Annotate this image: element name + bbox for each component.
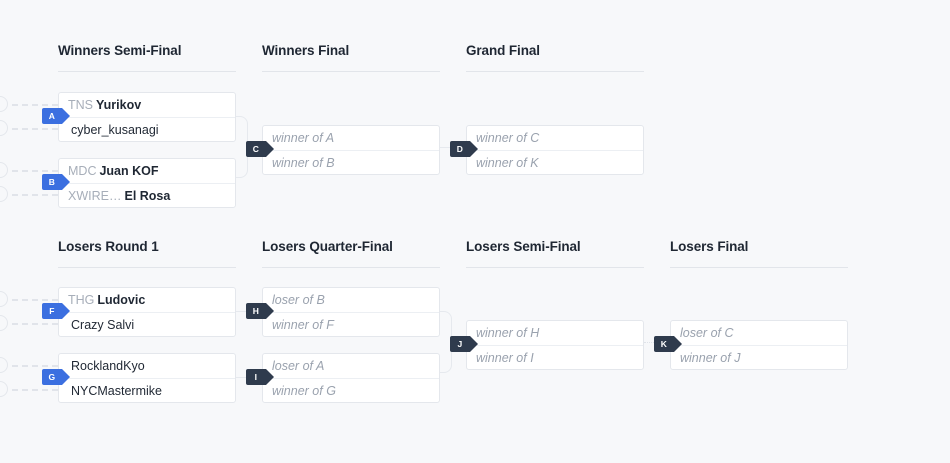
match-code: D [456, 144, 464, 154]
match-c-slot-1[interactable]: winner of B [263, 150, 439, 174]
match-code: G [48, 372, 56, 382]
seed-node [0, 291, 8, 307]
match-badge-j[interactable]: J [450, 336, 478, 352]
match-code: F [49, 306, 55, 316]
match-box-c[interactable]: winner of A winner of B [262, 125, 440, 175]
match-b-slot-1[interactable]: XWIRE…El Rosa [59, 183, 235, 207]
round-rule-winners-final [262, 71, 440, 72]
match-code: K [660, 339, 668, 349]
match-code: A [48, 111, 56, 121]
match-badge-k[interactable]: K [654, 336, 682, 352]
round-rule-losers-final [670, 267, 848, 268]
match-d-slot-0[interactable]: winner of C [476, 131, 540, 145]
match-box-h[interactable]: loser of B winner of F [262, 287, 440, 337]
seed-node [0, 162, 8, 178]
match-g-slot-1[interactable]: NYCMastermike [59, 378, 235, 402]
round-title-grand-final: Grand Final [466, 43, 540, 58]
match-j-slot-0[interactable]: winner of H [476, 326, 540, 340]
seed-connector [12, 128, 58, 130]
seed-connector [12, 170, 58, 172]
seed-connector [12, 323, 58, 325]
team-tag: XWIRE… [68, 189, 122, 203]
match-j-slot-1[interactable]: winner of I [467, 345, 643, 369]
match-badge-i[interactable]: I [246, 369, 274, 385]
seed-connector [12, 104, 58, 106]
seed-connector [12, 389, 58, 391]
round-rule-grand-final [466, 71, 644, 72]
match-box-j[interactable]: winner of H winner of I [466, 320, 644, 370]
player-name: Ludovic [97, 293, 146, 307]
match-box-k[interactable]: loser of C winner of J [670, 320, 848, 370]
match-k-slot-0[interactable]: loser of C [680, 326, 734, 340]
match-a-slot-1[interactable]: cyber_kusanagi [59, 117, 235, 141]
match-code: B [48, 177, 56, 187]
match-badge-c[interactable]: C [246, 141, 274, 157]
seed-connector [12, 194, 58, 196]
round-title-winners-final: Winners Final [262, 43, 350, 58]
match-box-d[interactable]: winner of C winner of K [466, 125, 644, 175]
player-name: RocklandKyo [71, 359, 145, 373]
team-tag: THG [68, 293, 95, 307]
match-badge-d[interactable]: D [450, 141, 478, 157]
match-code: H [252, 306, 260, 316]
seed-node [0, 381, 8, 397]
match-k-slot-1[interactable]: winner of J [671, 345, 847, 369]
seed-connector [12, 365, 58, 367]
match-badge-b[interactable]: B [42, 174, 70, 190]
player-name: Crazy Salvi [71, 318, 135, 332]
round-title-losers-round-1: Losers Round 1 [58, 239, 159, 254]
round-title-winners-semi-final: Winners Semi-Final [58, 43, 182, 58]
player-name: El Rosa [124, 189, 171, 203]
round-rule-winners-semi-final [58, 71, 236, 72]
seed-connector [12, 299, 58, 301]
match-badge-h[interactable]: H [246, 303, 274, 319]
round-rule-losers-semi-final [466, 267, 644, 268]
team-tag: TNS [68, 98, 93, 112]
round-title-losers-final: Losers Final [670, 239, 749, 254]
seed-node [0, 186, 8, 202]
round-rule-losers-quarter-final [262, 267, 440, 268]
match-i-slot-1[interactable]: winner of G [263, 378, 439, 402]
match-box-i[interactable]: loser of A winner of G [262, 353, 440, 403]
match-g-slot-0[interactable]: RocklandKyo [59, 354, 235, 378]
player-name: cyber_kusanagi [71, 123, 159, 137]
seed-node [0, 120, 8, 136]
match-i-slot-0[interactable]: loser of A [272, 359, 325, 373]
match-code: J [457, 339, 463, 349]
team-tag: MDC [68, 164, 97, 178]
player-name: Juan KOF [99, 164, 159, 178]
match-c-slot-0[interactable]: winner of A [272, 131, 335, 145]
match-badge-a[interactable]: A [42, 108, 70, 124]
match-f-slot-1[interactable]: Crazy Salvi [59, 312, 235, 336]
round-rule-losers-round-1 [58, 267, 236, 268]
player-name: Yurikov [96, 98, 142, 112]
match-code: C [252, 144, 260, 154]
match-badge-g[interactable]: G [42, 369, 70, 385]
seed-node [0, 357, 8, 373]
seed-node [0, 315, 8, 331]
match-h-slot-0[interactable]: loser of B [272, 293, 325, 307]
match-code: I [254, 372, 258, 382]
match-h-slot-1[interactable]: winner of F [263, 312, 439, 336]
match-badge-f[interactable]: F [42, 303, 70, 319]
match-box-g[interactable]: RocklandKyo NYCMastermike [58, 353, 236, 403]
round-title-losers-quarter-final: Losers Quarter-Final [262, 239, 393, 254]
match-d-slot-1[interactable]: winner of K [467, 150, 643, 174]
player-name: NYCMastermike [71, 384, 162, 398]
seed-node [0, 96, 8, 112]
round-title-losers-semi-final: Losers Semi-Final [466, 239, 581, 254]
